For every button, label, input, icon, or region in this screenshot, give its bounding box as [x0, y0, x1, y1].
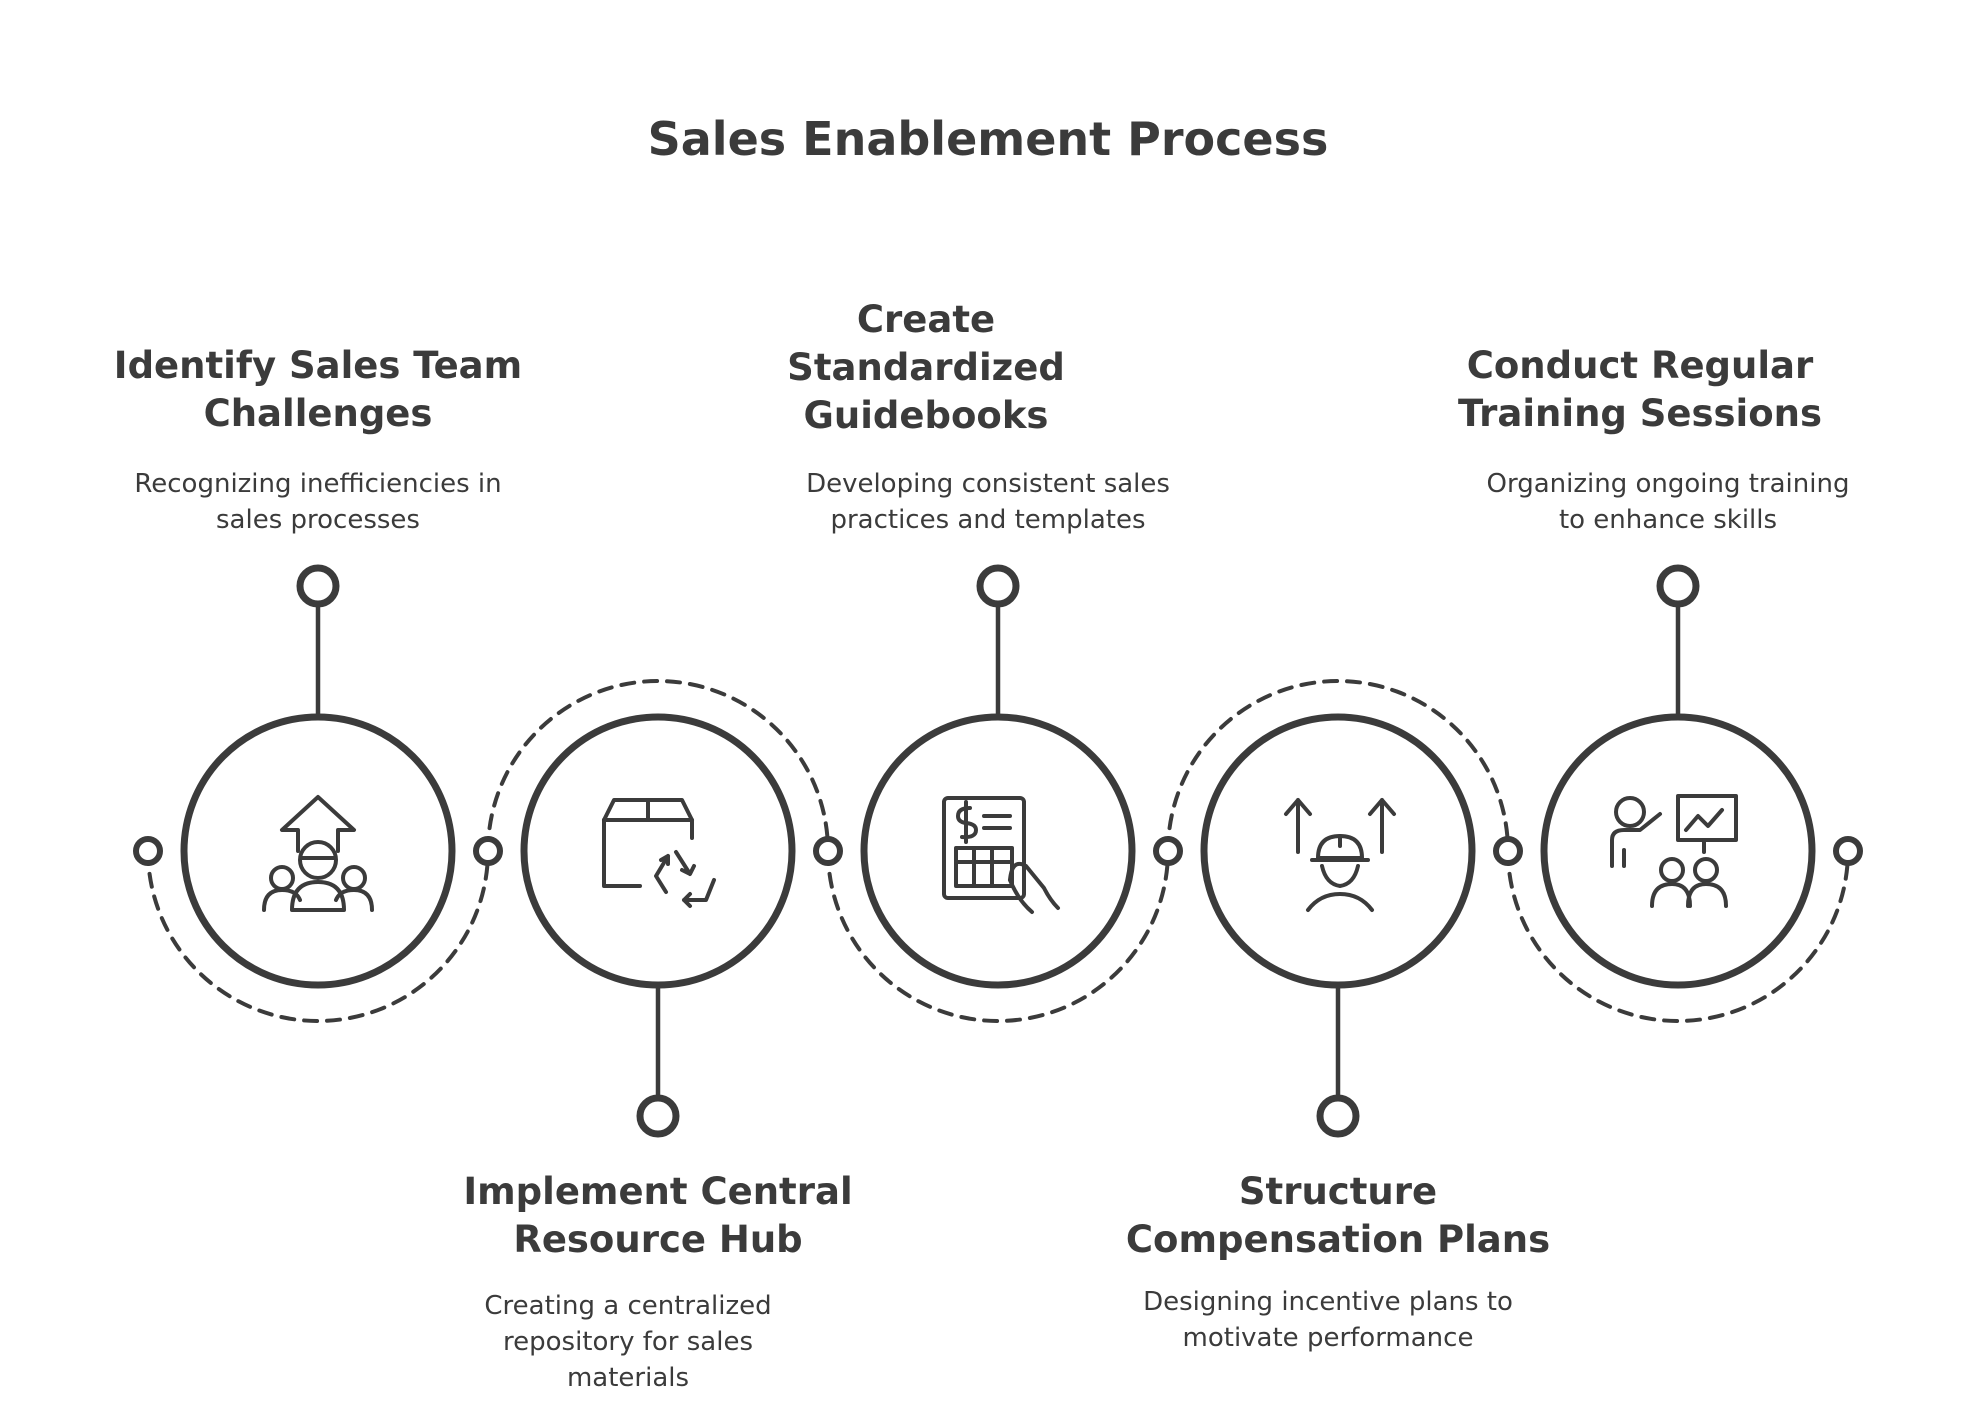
pin-3	[976, 564, 1020, 608]
joint-node	[813, 836, 843, 866]
step-3-description-line: Developing consistent sales	[806, 469, 1170, 499]
presenter-audience-icon	[1610, 794, 1738, 908]
joint-node	[133, 836, 163, 866]
step-4-heading-line: Structure	[1238, 1170, 1438, 1213]
connector-arc-2	[486, 679, 830, 853]
step-3-description: Developing consistent sales practices an…	[758, 466, 1218, 538]
connector-arc-1	[146, 849, 490, 1023]
step-5-description-line: Organizing ongoing training	[1486, 469, 1850, 499]
step-5-heading-line: Training Sessions	[1457, 392, 1823, 435]
step-1-heading-line: Identify Sales Team	[113, 344, 523, 387]
step-1-heading: Identify Sales Team Challenges	[68, 342, 568, 438]
step-1-description: Recognizing inefficiencies in sales proc…	[88, 466, 548, 538]
step-3-heading-line: Create	[856, 298, 996, 341]
step-5-description-line: to enhance skills	[1558, 505, 1778, 535]
step-3-description-line: practices and templates	[830, 505, 1146, 535]
joint-node	[1493, 836, 1523, 866]
connector-arc-4	[1166, 679, 1510, 853]
dashed-connectors	[146, 679, 1850, 1023]
step-4-description-line: motivate performance	[1182, 1323, 1474, 1353]
step-circle-3	[860, 713, 1136, 989]
step-3-heading-line: Standardized	[787, 346, 1065, 389]
box-recycle-icon	[602, 798, 716, 908]
step-3-heading: Create Standardized Guidebooks	[676, 296, 1176, 440]
step-2-description: Creating a centralized repository for sa…	[438, 1288, 818, 1396]
step-3-heading-line: Guidebooks	[803, 394, 1049, 437]
joint-node	[1833, 836, 1863, 866]
document-hand-icon	[942, 796, 1060, 914]
step-1-description-line: Recognizing inefficiencies in	[134, 469, 502, 499]
worker-arrows-icon	[1284, 798, 1396, 912]
joint-nodes	[133, 836, 1863, 866]
stems	[315, 603, 1681, 1099]
pins	[296, 564, 1700, 1138]
step-2-description-line: materials	[566, 1363, 690, 1393]
pin-2	[636, 1094, 680, 1138]
step-5-description: Organizing ongoing training to enhance s…	[1438, 466, 1898, 538]
step-4-description-line: Designing incentive plans to	[1143, 1287, 1513, 1317]
pin-4	[1316, 1094, 1360, 1138]
step-2-description-line: repository for sales	[503, 1327, 753, 1357]
joint-node	[1153, 836, 1183, 866]
step-2-description-line: Creating a centralized	[484, 1291, 772, 1321]
step-5-heading-line: Conduct Regular	[1466, 344, 1814, 387]
diagram-title: Sales Enablement Process	[647, 112, 1329, 166]
step-2-heading-line: Resource Hub	[513, 1218, 803, 1261]
step-circle-2	[520, 713, 796, 989]
team-growth-icon	[262, 795, 374, 912]
joint-node	[473, 836, 503, 866]
step-2-heading: Implement Central Resource Hub	[408, 1168, 908, 1264]
connector-arc-3	[826, 849, 1170, 1023]
pin-1	[296, 564, 340, 608]
step-4-description: Designing incentive plans to motivate pe…	[1098, 1284, 1558, 1356]
step-circle-4	[1200, 713, 1476, 989]
step-circle-1	[180, 713, 456, 989]
step-circle-5	[1540, 713, 1816, 989]
step-5-heading: Conduct Regular Training Sessions	[1390, 342, 1890, 438]
step-4-heading: Structure Compensation Plans	[1088, 1168, 1588, 1264]
step-1-description-line: sales processes	[216, 505, 420, 535]
step-2-heading-line: Implement Central	[463, 1170, 853, 1213]
pin-5	[1656, 564, 1700, 608]
step-4-heading-line: Compensation Plans	[1125, 1218, 1551, 1261]
step-1-heading-line: Challenges	[203, 392, 433, 435]
step-circles	[180, 713, 1816, 989]
connector-arc-5	[1506, 849, 1850, 1023]
